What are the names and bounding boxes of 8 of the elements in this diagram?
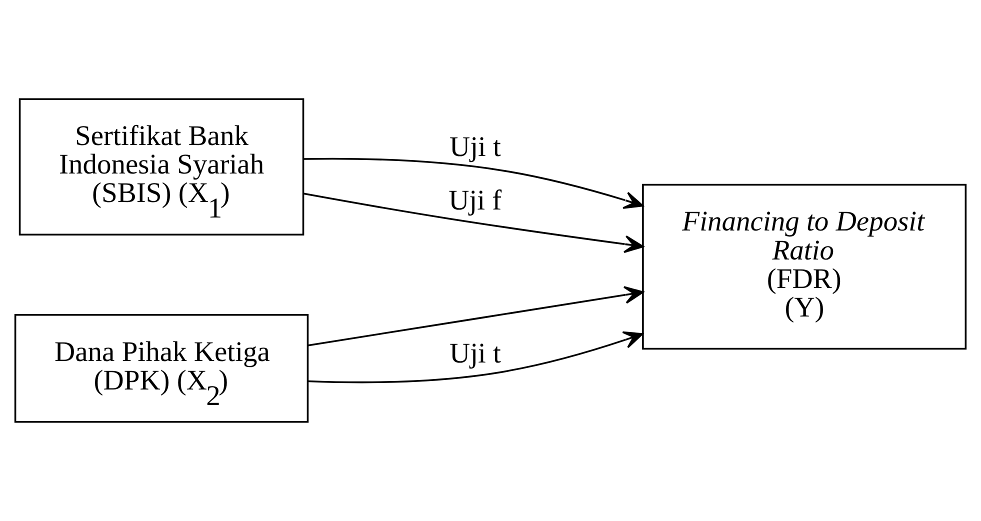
edge-label: Uji t: [449, 338, 501, 370]
edge-label: Uji t: [449, 132, 501, 163]
arrow: [308, 331, 644, 384]
arrow: [308, 286, 644, 346]
arrow: [304, 192, 644, 254]
node-box: Financing to Deposit Ratio (FDR) (Y): [642, 184, 967, 350]
arrow: [303, 158, 644, 209]
edge-label: Uji f: [448, 185, 502, 216]
